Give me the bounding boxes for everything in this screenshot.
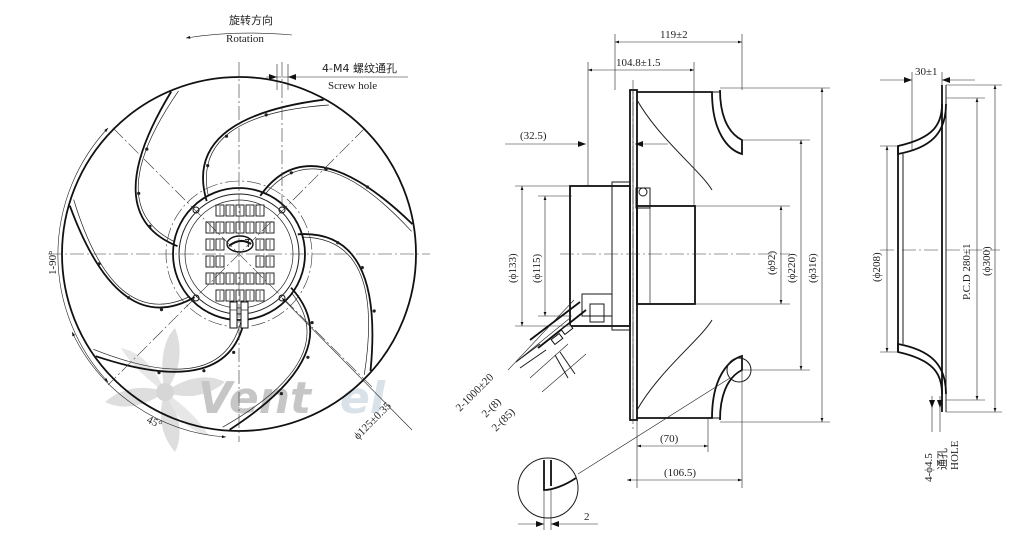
blade-rivet (224, 134, 229, 138)
blade-rivet (365, 185, 369, 189)
ring-hole-label-cn: 通孔 (936, 448, 949, 470)
blade-rivet (206, 164, 210, 168)
blade-curve (134, 91, 178, 248)
ventel-watermark: Vent el (105, 328, 386, 452)
rotor-drum (636, 205, 696, 305)
blade-curve (297, 233, 374, 371)
angle-45-arc (71, 331, 227, 439)
front-centerline-d2 (107, 127, 366, 386)
angle-45-label: 45° (145, 414, 164, 431)
blade-edge (137, 90, 179, 243)
dim-ring-d208: (ϕ208) (871, 252, 883, 282)
upper-shroud (637, 89, 743, 156)
blade-rivet (232, 350, 236, 354)
lower-shroud (637, 354, 743, 421)
impeller-blades (68, 90, 414, 431)
blade-rivet (279, 392, 283, 396)
ring-hole-label: 4-ϕ4.5 (923, 453, 935, 482)
screw-hole-label-en: Screw hole (328, 80, 377, 92)
hub-cooling-fins (205, 204, 275, 302)
dim-width-motor: 104.8±1.5 (616, 57, 661, 69)
blade-rivet (310, 321, 314, 325)
side-view: 119±2 104.8±1.5 (32.5) (ϕ133) (ϕ115) (ϕ9… (454, 29, 830, 530)
blade-rivet (137, 191, 141, 195)
dim-d316: (ϕ316) (807, 253, 819, 283)
detail-view-circle (517, 457, 579, 519)
blade-rivet (324, 167, 328, 171)
dim-offset: (32.5) (520, 130, 547, 142)
blade-rivet (127, 296, 131, 300)
blade-rivet (289, 171, 293, 175)
blade-rivet (336, 241, 340, 245)
blade-edge (301, 236, 369, 375)
dim-d220: (ϕ220) (786, 253, 798, 283)
backplate (629, 89, 638, 421)
pcd-leader (281, 297, 413, 431)
blade-curve (229, 287, 312, 431)
ring-upper-curve (897, 103, 947, 156)
blade-edge (222, 292, 308, 428)
rotation-label-cn: 旋转方向 (229, 13, 273, 27)
blade-rivet (145, 147, 149, 151)
blade-edge (264, 168, 412, 232)
blade-rivet (372, 309, 376, 313)
front-view: T 旋转方向 Rotation (47, 13, 430, 442)
cable-gland-left (229, 301, 238, 329)
screw-hole-label-cn: 4-M4 螺纹通孔 (322, 61, 397, 75)
blade-curve (259, 165, 414, 225)
hub-ring-outer (172, 187, 306, 321)
angle-90-arc (57, 127, 109, 383)
blade-curve (68, 205, 196, 309)
dim-ring-d300: (ϕ300) (981, 246, 993, 276)
cable-bundle (515, 301, 587, 379)
ring-hole-label-en: HOLE (949, 440, 961, 470)
dim-ring-pcd: P.C.D 280±1 (961, 244, 973, 300)
cable-gland-right (240, 301, 249, 329)
blade-curve (202, 98, 324, 202)
angle-90-label: 1-90° (47, 250, 59, 275)
dim-detail-2: 2 (584, 511, 590, 523)
ring-lower-curve (897, 342, 947, 395)
dim-len-70: (70) (660, 433, 679, 445)
dim-d133: (ϕ133) (507, 253, 519, 283)
blade-edge (73, 199, 190, 305)
motor-housing (569, 185, 631, 327)
inlet-ring-view: 30±1 (ϕ208) P.C.D 280±1 (ϕ300) 4-ϕ4.5 通孔… (871, 66, 1002, 482)
rotation-arrow (185, 32, 293, 39)
blade-edge (206, 104, 329, 197)
blade-rivet (202, 369, 206, 373)
dim-len-106: (106.5) (664, 467, 696, 479)
blade-rivet (360, 266, 364, 270)
blade-rivet (97, 262, 101, 266)
blade-rivet (148, 224, 152, 228)
watermark-text-dark: Vent (198, 373, 313, 424)
blade-rivet (157, 371, 161, 375)
dim-d92: (ϕ92) (766, 251, 778, 275)
svg-text:T: T (244, 237, 252, 250)
rotation-label-en: Rotation (226, 33, 264, 45)
blade-rivet (306, 355, 310, 359)
hub-logo: T (226, 235, 254, 253)
dim-ring-width: 30±1 (915, 66, 938, 78)
blade-rivet (159, 308, 164, 312)
blade-rivet (264, 113, 268, 117)
dim-width-total: 119±2 (660, 29, 688, 41)
front-centerline-d1 (112, 127, 373, 388)
dim-d115: (ϕ115) (531, 253, 543, 283)
